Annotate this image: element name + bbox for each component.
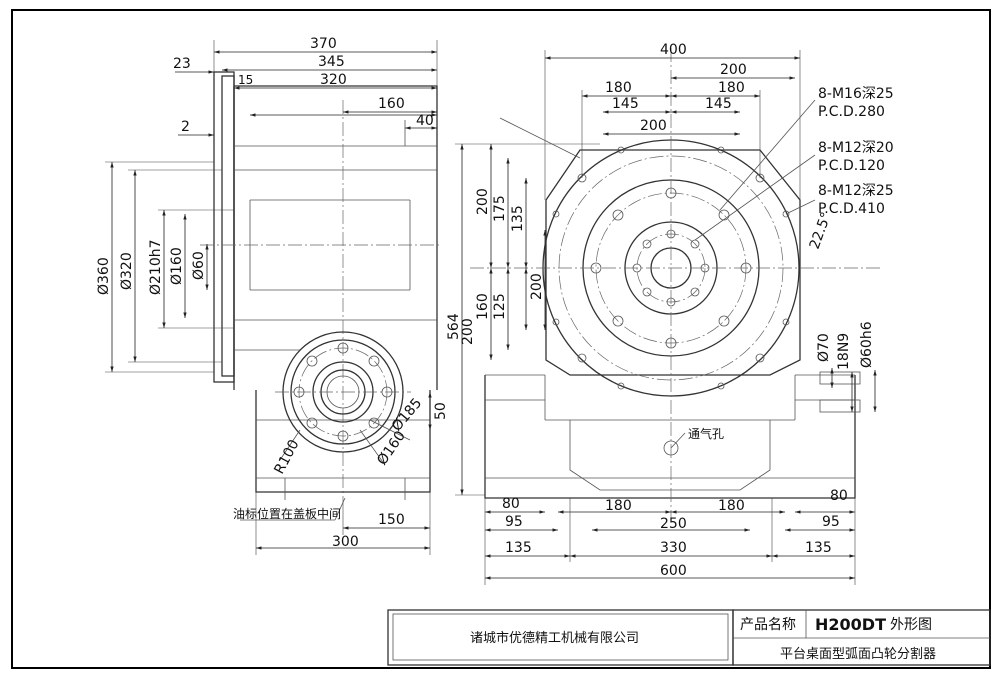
model-number: H200DT: [815, 615, 886, 634]
dim-18n9: 18N9: [836, 333, 852, 370]
dim-40: 40: [416, 113, 434, 129]
dim-250: 250: [660, 516, 687, 532]
dim-phi320: Ø320: [119, 252, 135, 290]
dim-200-l1: 200: [475, 188, 491, 215]
title-block: 诸城市优德精工机械有限公司 产品名称 H200DT 外形图 平台桌面型弧面凸轮分…: [387, 609, 991, 666]
dim-phi60h6: Ø60h6: [859, 321, 875, 368]
dim-145-left: 145: [612, 96, 639, 112]
dim-2: 2: [181, 119, 190, 135]
callout-m12-20: 8-M12深20: [818, 140, 894, 156]
dim-125: 125: [492, 293, 508, 320]
dim-200-top: 200: [720, 62, 747, 78]
dim-phi160-flange: Ø160: [374, 428, 409, 468]
dim-phi60: Ø60: [191, 251, 207, 280]
dim-180-bl: 180: [605, 498, 632, 514]
dim-80-right: 80: [830, 488, 848, 504]
dim-160-l: 160: [475, 293, 491, 320]
dim-200-l3: 200: [460, 318, 476, 345]
dim-phi210h7: Ø210h7: [148, 239, 164, 295]
side-view: [105, 40, 440, 555]
oil-gauge-note: 油标位置在盖板中间: [233, 506, 341, 521]
dim-564: 564: [446, 313, 462, 340]
company-name: 诸城市优德精工机械有限公司: [470, 630, 639, 646]
dim-phi70: Ø70: [816, 333, 832, 362]
dim-15: 15: [238, 73, 253, 87]
dim-phi360: Ø360: [96, 257, 112, 295]
dim-135: 135: [510, 205, 526, 232]
dim-370: 370: [310, 36, 337, 52]
dim-r100: R100: [271, 437, 302, 477]
dim-135-left: 135: [505, 540, 532, 556]
callout-m12-25: 8-M12深25: [818, 183, 894, 199]
dim-160: 160: [378, 96, 405, 112]
dim-135-right: 135: [805, 540, 832, 556]
dim-150: 150: [378, 512, 405, 528]
product-name-label: 产品名称: [740, 617, 796, 633]
dim-180-right: 180: [718, 80, 745, 96]
callout-pcd280: P.C.D.280: [818, 104, 885, 120]
dim-330: 330: [660, 540, 687, 556]
dim-400: 400: [660, 42, 687, 58]
dim-phi160: Ø160: [169, 247, 185, 285]
drawing-type: 外形图: [890, 617, 932, 633]
dim-300: 300: [332, 534, 359, 550]
dim-180-br: 180: [718, 498, 745, 514]
dim-600: 600: [660, 563, 687, 579]
callout-pcd120: P.C.D.120: [818, 158, 885, 174]
callout-m16: 8-M16深25: [818, 86, 894, 102]
dim-200-inner: 200: [640, 118, 667, 134]
dim-80-left: 80: [502, 496, 520, 512]
angle-label: 22.5°: [807, 210, 835, 251]
front-view: [455, 48, 880, 585]
callout-pcd410: P.C.D.410: [818, 201, 885, 217]
vent-label: 通气孔: [688, 426, 724, 441]
dim-180-left: 180: [605, 80, 632, 96]
drawing-frame: [11, 9, 991, 669]
dim-175: 175: [492, 195, 508, 222]
dim-345: 345: [318, 54, 345, 70]
dim-145-right: 145: [705, 96, 732, 112]
dim-95-left: 95: [505, 514, 523, 530]
dim-95-right: 95: [822, 514, 840, 530]
dim-200-l2: 200: [529, 273, 545, 300]
dim-320: 320: [320, 72, 347, 88]
dim-23: 23: [173, 56, 191, 72]
side-view-labels: 370 23 345 15 320 2 160 40 Ø360 Ø320 Ø21…: [96, 36, 449, 550]
dim-50: 50: [433, 402, 449, 420]
front-view-labels: 400 200 180 180 145 145 200 8-M16深25 P.C…: [446, 42, 894, 579]
product-description: 平台桌面型弧面凸轮分割器: [780, 646, 936, 662]
